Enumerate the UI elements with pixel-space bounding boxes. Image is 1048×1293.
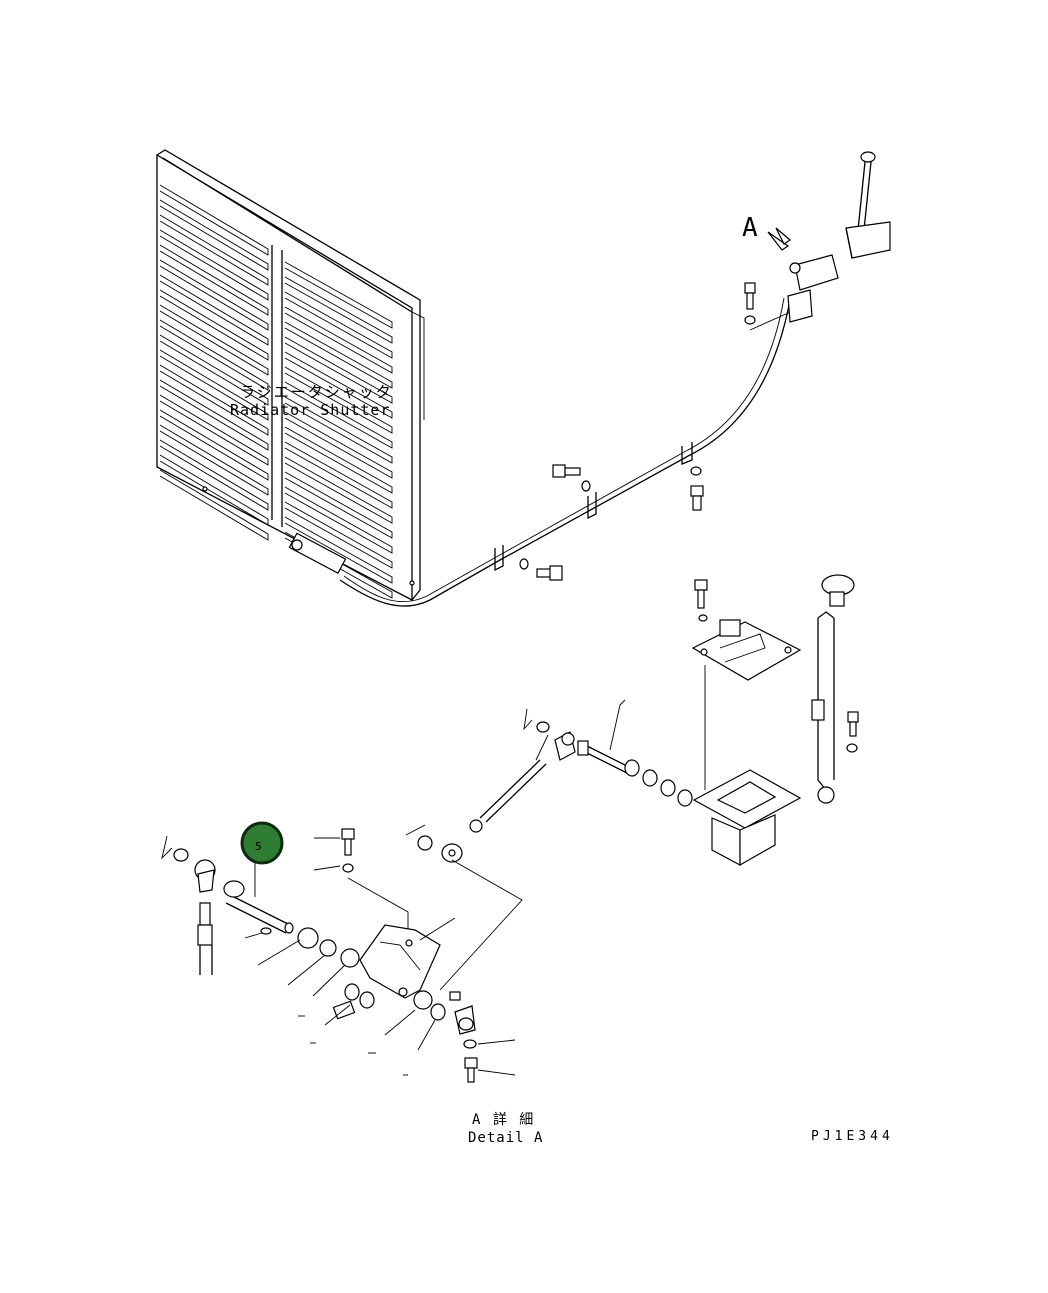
bellcrank-lever [359, 924, 441, 999]
radiator-shutter [156, 149, 425, 602]
callout-marker[interactable] [240, 821, 284, 865]
lever-box [692, 769, 802, 867]
control-knob-icon [821, 574, 855, 607]
bolt-icon [744, 282, 756, 325]
louvre-blade [159, 199, 269, 271]
pin-icon [223, 880, 294, 934]
louvre-blade [159, 244, 269, 316]
leader-lines [257, 939, 516, 1076]
louvre-blade [159, 439, 269, 511]
cable-bracket [787, 289, 813, 323]
callout-5[interactable]: 5 [240, 821, 284, 865]
louvre-blade [284, 411, 393, 479]
clevis-icon [449, 991, 476, 1035]
louvre-blade [284, 471, 393, 539]
control-cable [339, 299, 791, 607]
drawing-code: PJ1E344 [811, 1129, 894, 1144]
bushing-set [344, 983, 446, 1021]
louvre-blade [159, 334, 269, 406]
bolt-icon [694, 579, 708, 622]
callout-number[interactable]: 5 [255, 840, 262, 853]
louvre-blade [284, 501, 393, 569]
louvre-blade [284, 336, 393, 404]
control-lever [811, 611, 835, 804]
louvre-blade [159, 274, 269, 346]
control-lever-upper [789, 151, 891, 291]
louvre-blade [159, 184, 269, 256]
louvre-blade [284, 366, 393, 434]
washer-icon [463, 1039, 477, 1049]
nut-icon [173, 819, 483, 862]
bushing-set [297, 927, 360, 968]
bolt-icon [341, 828, 355, 856]
louvre-blade [159, 364, 269, 436]
louvre-blade [284, 456, 393, 524]
shutter-label-jp: ラジエータシャッタ [240, 383, 393, 401]
louvre-blade [159, 259, 269, 331]
rod-end-joint [441, 843, 463, 863]
louvre-blade [159, 409, 269, 481]
view-arrow-icon [767, 227, 791, 251]
bolt-icon [536, 565, 563, 581]
louvre-blade [159, 304, 269, 376]
louvre-blade [159, 229, 269, 301]
washer-icon [342, 863, 354, 873]
rod-end-joint [523, 708, 576, 761]
louvre-blade [284, 396, 393, 464]
shutter-label-en: Radiator Shutter [230, 401, 391, 419]
louvre-blade [159, 349, 269, 421]
louvre-blade [284, 321, 393, 389]
louvre-blade [159, 394, 269, 466]
washer-icon [519, 466, 702, 570]
detail-label-jp: A 詳 細 [472, 1112, 535, 1128]
bolt-icon [690, 485, 704, 511]
rod-end-joint [194, 859, 216, 893]
louvre-blade [284, 261, 393, 329]
threaded-rod [479, 759, 547, 823]
bushing-set [624, 759, 693, 807]
louvre-blade [284, 306, 393, 374]
louvre-blade [159, 214, 269, 286]
louvre-blade [284, 276, 393, 344]
louvre-blade [159, 379, 269, 451]
louvre-blade [159, 454, 269, 526]
louvre-blade [284, 516, 393, 584]
louvre-blade [159, 424, 269, 496]
bolt-icon [552, 464, 581, 478]
louvre-blade [159, 289, 269, 361]
view-marker-a: A [742, 213, 758, 243]
louvre-blade [284, 291, 393, 359]
louvre-blade [284, 381, 393, 449]
louvre-blade [284, 441, 393, 509]
louvre-blade [284, 486, 393, 554]
louvre-blade [159, 469, 269, 541]
louvre-blade [284, 351, 393, 419]
lever-mount-plate [691, 619, 802, 681]
bolt-icon [464, 1057, 478, 1083]
bolt-icon [846, 711, 859, 753]
louvre-blade [284, 426, 393, 494]
detail-label-en: Detail A [468, 1130, 543, 1146]
cable-end-icon [197, 902, 213, 975]
louvre-blade [159, 319, 269, 391]
cable-clamp [494, 442, 693, 572]
